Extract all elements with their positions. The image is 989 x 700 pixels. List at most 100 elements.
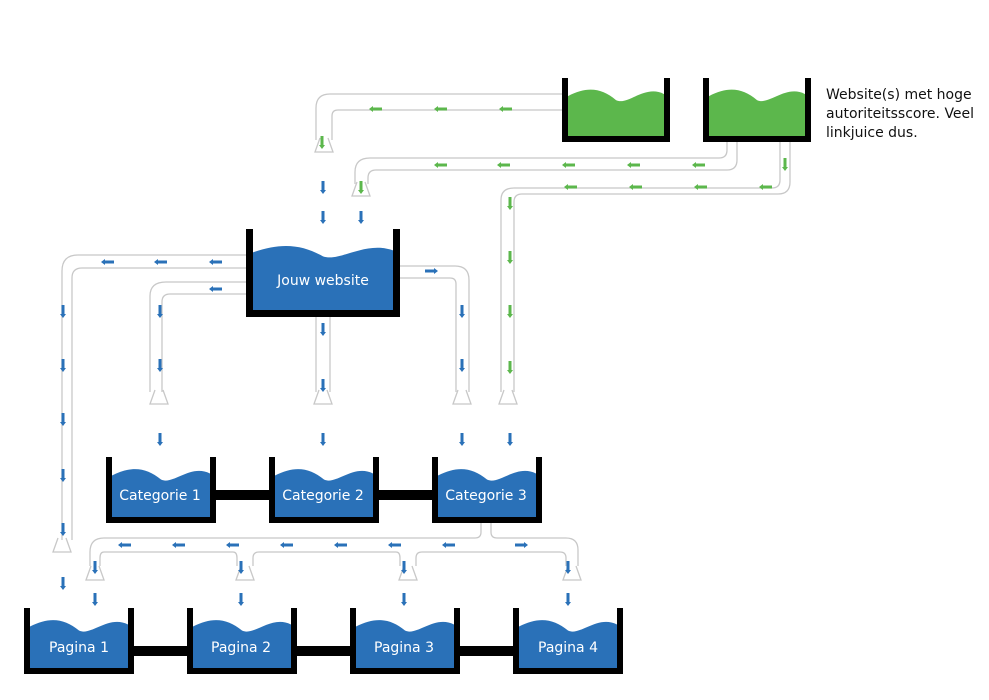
- flow-arrow-left: [226, 542, 239, 548]
- flow-arrow-left: [209, 259, 222, 265]
- tank-label-main: Jouw website: [276, 273, 369, 289]
- tank-page-3: Pagina 3: [350, 608, 460, 674]
- pipe-main-cat3-inner: [400, 277, 457, 392]
- flow-arrow-down: [320, 323, 326, 336]
- flow-arrow-left: [118, 542, 131, 548]
- pipe-ext1-main-inner: [331, 109, 562, 140]
- flow-arrow-down: [507, 251, 513, 264]
- flow-arrow-down: [459, 359, 465, 372]
- pipe-main-cat3-outer: [400, 265, 470, 392]
- pipe-nozzle: [498, 389, 518, 405]
- flow-arrow-down: [157, 359, 163, 372]
- flow-arrow-left: [759, 184, 772, 190]
- flow-arrow-left: [629, 184, 642, 190]
- flow-arrow-down: [507, 361, 513, 374]
- tank-connector: [379, 490, 432, 500]
- pipe-main-cat1-inner: [161, 293, 246, 392]
- pipe-nozzle: [313, 389, 333, 405]
- tank-connector: [216, 490, 269, 500]
- pipe-nozzle: [398, 565, 418, 581]
- flow-arrow-down: [157, 305, 163, 318]
- pipe-branch: [104, 551, 238, 566]
- flow-arrow-left: [692, 162, 705, 168]
- flow-arrow-down: [358, 181, 364, 194]
- flow-arrow-down: [507, 197, 513, 210]
- flow-arrow-down: [319, 136, 325, 149]
- water-fill: [112, 469, 210, 517]
- flow-arrow-down: [459, 433, 465, 446]
- arrows-layer: [60, 106, 788, 606]
- flow-arrow-left: [209, 286, 222, 292]
- flow-arrow-down: [320, 379, 326, 392]
- tank-category-1: Categorie 1: [106, 457, 216, 523]
- flow-arrow-down: [92, 593, 98, 606]
- flow-arrow-left: [694, 184, 707, 190]
- flow-arrow-left: [388, 542, 401, 548]
- flow-arrow-right: [425, 268, 438, 274]
- tank-page-4: Pagina 4: [513, 608, 623, 674]
- tank-label-page-1: Pagina 1: [49, 640, 109, 656]
- pipe-nozzle: [85, 565, 105, 581]
- pipe-branch: [252, 551, 401, 566]
- pipe-nozzle: [235, 565, 255, 581]
- tank-page-1: Pagina 1: [24, 608, 134, 674]
- flow-arrow-left: [101, 259, 114, 265]
- flow-arrow-down: [157, 433, 163, 446]
- flow-arrow-down: [238, 593, 244, 606]
- tank-connector: [460, 646, 513, 656]
- flow-arrow-down: [565, 561, 571, 574]
- water-fill: [709, 89, 805, 136]
- flow-arrow-down: [320, 181, 326, 194]
- tank-label-category-1: Categorie 1: [119, 488, 201, 504]
- pipe-main-page1-outer: [61, 254, 246, 540]
- flow-arrow-down: [60, 413, 66, 426]
- pipe-ext2-cat3-inner: [513, 142, 791, 392]
- flow-arrow-down: [60, 577, 66, 590]
- tank-page-2: Pagina 2: [187, 608, 297, 674]
- pipe-nozzle: [314, 137, 334, 153]
- pipe-nozzle: [351, 181, 371, 197]
- tank-label-category-2: Categorie 2: [282, 488, 364, 504]
- flow-arrow-left: [442, 542, 455, 548]
- flow-arrow-left: [564, 184, 577, 190]
- flow-arrow-right: [515, 542, 528, 548]
- pipe-nozzle: [562, 565, 582, 581]
- water-fill: [568, 89, 664, 136]
- pipe-main-page1-inner: [71, 267, 246, 540]
- flow-arrow-down: [320, 433, 326, 446]
- tank-label-page-3: Pagina 3: [374, 640, 434, 656]
- tank-category-2: Categorie 2: [269, 457, 379, 523]
- tank-label-category-3: Categorie 3: [445, 488, 527, 504]
- pipe-nozzle: [52, 537, 72, 553]
- flow-arrow-left: [627, 162, 640, 168]
- flow-arrow-down: [358, 211, 364, 224]
- flow-arrow-left: [497, 162, 510, 168]
- pipe-cat3-pages-left-inner: [99, 551, 105, 566]
- connectors-layer: [134, 490, 513, 656]
- external-websites-note: Website(s) met hoge autoriteitsscore. Ve…: [826, 87, 975, 141]
- water-fill: [275, 469, 373, 517]
- flow-arrow-down: [60, 469, 66, 482]
- water-fill: [30, 620, 128, 668]
- tank-label-page-2: Pagina 2: [211, 640, 271, 656]
- pipe-cat3-pages-left-outer: [89, 523, 482, 566]
- tank-main-website: Jouw website: [246, 229, 400, 317]
- pipe-ext1-main-outer: [315, 93, 562, 140]
- tank-category-3: Categorie 3: [432, 457, 542, 523]
- flow-arrow-down: [401, 593, 407, 606]
- water-fill: [438, 469, 536, 517]
- flow-arrow-left: [562, 162, 575, 168]
- pipe-main-cat1-outer: [149, 281, 246, 392]
- flow-arrow-down: [565, 593, 571, 606]
- water-fill: [193, 620, 291, 668]
- pipe-branch: [415, 551, 567, 566]
- tanks-layer: Jouw website Categorie 1 Categorie 2 Cat…: [24, 78, 811, 674]
- pipe-nozzle: [452, 389, 472, 405]
- pipe-ext2-main-inner: [367, 142, 738, 184]
- flow-arrow-left: [499, 106, 512, 112]
- pipe-nozzle: [149, 389, 169, 405]
- flow-arrow-left: [154, 259, 167, 265]
- pipe-branch: [490, 523, 579, 566]
- water-fill: [356, 620, 454, 668]
